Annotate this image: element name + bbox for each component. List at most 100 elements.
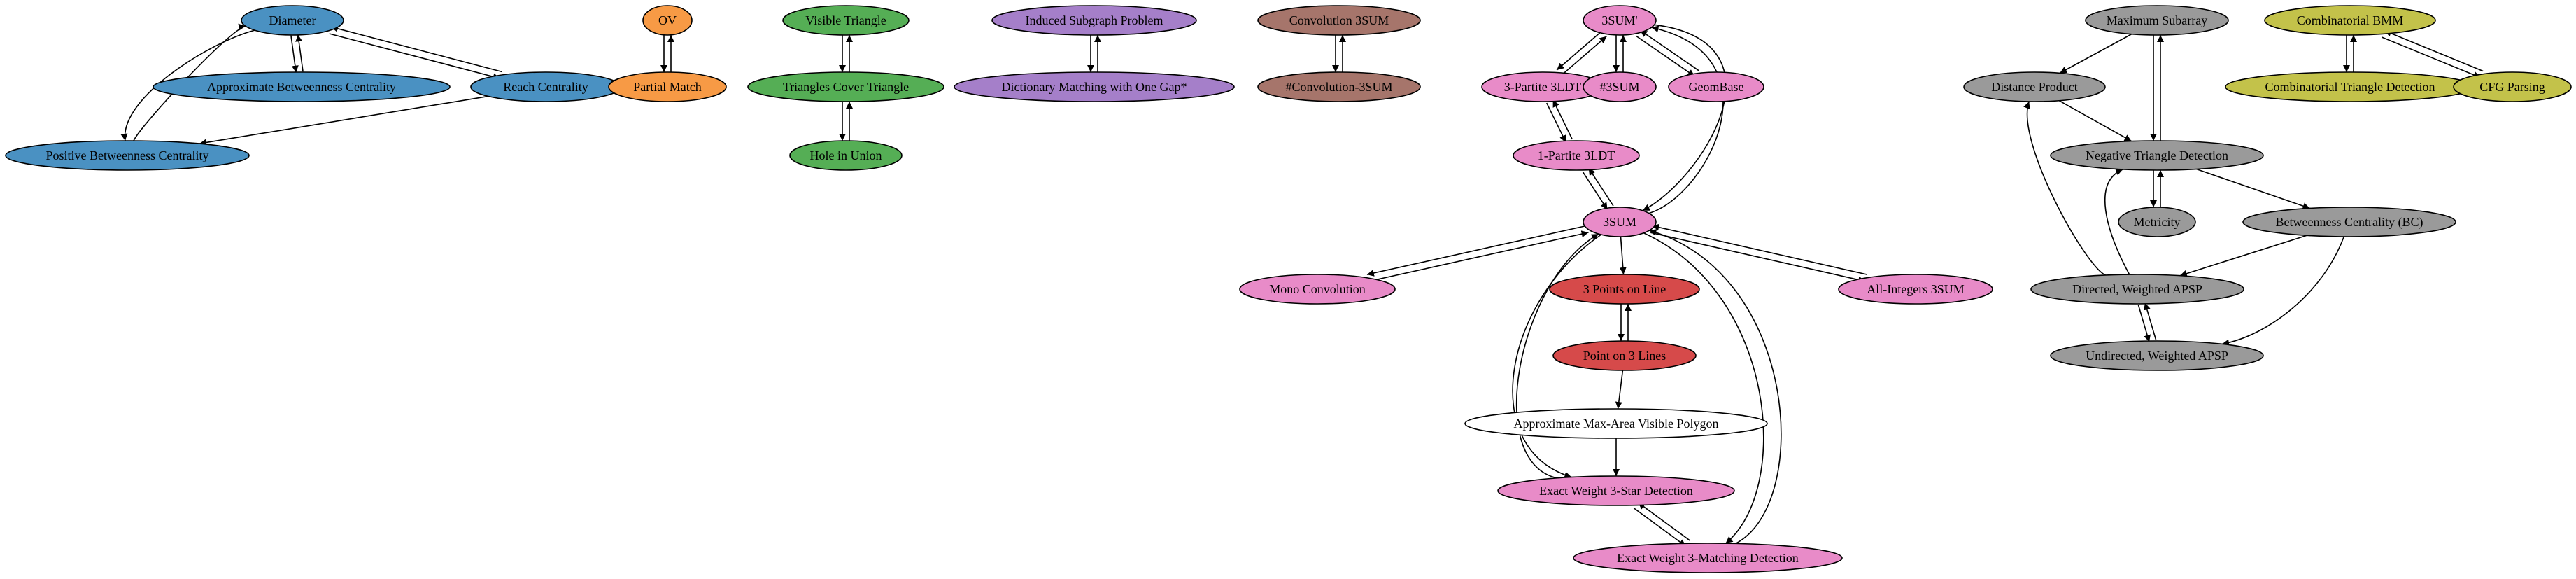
edge-diameter-to-reach [329, 33, 500, 81]
edge-three_sum-to-onepartite_3ldt [1588, 167, 1614, 207]
node-ellipse [1257, 5, 1421, 36]
node-partial-match[interactable]: Partial Match [608, 71, 727, 102]
node-ellipse [1239, 274, 1396, 305]
node-ellipse [1838, 274, 1993, 305]
node-point-lines[interactable]: Point on 3 Lines [1552, 340, 1697, 371]
node-diameter[interactable]: Diameter [241, 5, 344, 36]
node-label: 1-Partite 3LDT [1538, 148, 1615, 162]
node-label: Exact Weight 3-Matching Detection [1617, 551, 1799, 565]
node-comb-tri[interactable]: Combinatorial Triangle Detection [2225, 71, 2475, 102]
edges-layer [120, 23, 2484, 547]
edge-three_sum-to-three_sum_prime [1648, 25, 1724, 214]
edge-mono_conv-to-three_sum [1368, 230, 1589, 282]
node-label: Maximum Subarray [2107, 13, 2207, 27]
node-ellipse [1668, 71, 1764, 102]
node-label: Triangles Cover Triangle [783, 80, 909, 94]
node-dict-match[interactable]: Dictionary Matching with One Gap* [954, 71, 1235, 102]
node-label: Convolution 3SUM [1289, 13, 1389, 27]
node-induced-sub[interactable]: Induced Subgraph Problem [991, 5, 1197, 36]
edge-three_sum_prime-to-three_sum [1642, 24, 1727, 211]
node-ellipse [991, 5, 1197, 36]
node-ellipse [1513, 140, 1640, 171]
edge-three_sum-to-points_line [1619, 236, 1627, 275]
node-ov[interactable]: OV [642, 5, 693, 36]
node-label: All-Integers 3SUM [1867, 282, 1964, 296]
node-label: Undirected, Weighted APSP [2086, 349, 2228, 363]
node-hole-union[interactable]: Hole in Union [789, 140, 903, 171]
node-visible-tri[interactable]: Visible Triangle [782, 5, 910, 36]
node-label: OV [658, 13, 677, 27]
node-label: Partial Match [633, 80, 701, 94]
node-label: #Convolution-3SUM [1285, 80, 1392, 94]
node-ellipse [1583, 207, 1657, 237]
node-all-int-3sum[interactable]: All-Integers 3SUM [1838, 274, 1993, 305]
node-tripartite-3ldt[interactable]: 3-Partite 3LDT [1481, 71, 1604, 102]
node-approx-maxarea[interactable]: Approximate Max-Area Visible Polygon [1464, 408, 1768, 439]
edge-diameter-to-approx_bc [290, 35, 299, 73]
edge-exact_3match-to-three_sum [1649, 229, 1782, 545]
node-ellipse [5, 140, 250, 171]
node-geombase[interactable]: GeomBase [1668, 71, 1764, 102]
node-approx-bc[interactable]: Approximate Betweenness Centrality [153, 71, 451, 102]
node-ellipse [1552, 340, 1697, 371]
node-mono-conv[interactable]: Mono Convolution [1239, 274, 1396, 305]
node-dist-product[interactable]: Distance Product [1963, 71, 2106, 102]
node-max-subarray[interactable]: Maximum Subarray [2085, 5, 2229, 36]
node-three-sum[interactable]: 3SUM [1583, 207, 1657, 237]
edge-three_sum-to-mono_conv [1366, 225, 1587, 277]
node-conv3sum[interactable]: Convolution 3SUM [1257, 5, 1421, 36]
edge-all_int_3sum-to-three_sum [1652, 223, 1867, 275]
node-ellipse [2453, 71, 2572, 102]
node-onepartite-3ldt[interactable]: 1-Partite 3LDT [1513, 140, 1640, 171]
edge-dist_product-to-neg_tri [2058, 99, 2132, 142]
edge-approx_bc-to-diameter [295, 34, 304, 72]
edge-dir_apsp-to-dist_product [2023, 101, 2106, 276]
node-label: 3 Points on Line [1583, 282, 1666, 296]
node-ellipse [608, 71, 727, 102]
node-label: Induced Subgraph Problem [1026, 13, 1163, 27]
node-undir-apsp[interactable]: Undirected, Weighted APSP [2050, 340, 2264, 371]
node-label: Reach Centrality [503, 80, 588, 94]
node-reach[interactable]: Reach Centrality [470, 71, 621, 102]
edge-dir_apsp-to-neg_tri [2104, 169, 2130, 275]
node-metricity[interactable]: Metricity [2118, 207, 2196, 237]
node-dir-apsp[interactable]: Directed, Weighted APSP [2030, 274, 2244, 305]
edge-undir_apsp-to-dir_apsp [2144, 302, 2157, 340]
node-pos-bc[interactable]: Positive Betweenness Centrality [5, 140, 250, 171]
node-ellipse [241, 5, 344, 36]
node-label: CFG Parsing [2479, 80, 2545, 94]
edge-geombase-to-three_sum_prime [1639, 29, 1699, 71]
node-ellipse [2242, 207, 2456, 237]
node-sharp-3sum[interactable]: #3SUM [1583, 71, 1657, 102]
node-three-sum-prime[interactable]: 3SUM' [1583, 5, 1657, 36]
edge-reach-to-diameter [330, 25, 502, 73]
node-cfg[interactable]: CFG Parsing [2453, 71, 2572, 102]
node-neg-tri[interactable]: Negative Triangle Detection [2050, 140, 2264, 171]
edge-comb_bmm-to-cfg [2382, 36, 2481, 78]
edge-max_subarray-to-dist_product [2059, 33, 2132, 74]
node-comb-bmm[interactable]: Combinatorial BMM [2264, 5, 2436, 36]
edge-onepartite_3ldt-to-tripartite_3ldt [1552, 99, 1573, 140]
node-exact-3star[interactable]: Exact Weight 3-Star Detection [1497, 475, 1735, 506]
node-ellipse [2030, 274, 2244, 305]
node-label: Approximate Max-Area Visible Polygon [1513, 417, 1718, 431]
node-label: Dictionary Matching with One Gap* [1002, 80, 1187, 94]
node-ellipse [1573, 543, 1843, 573]
edge-three_sum-to-all_int_3sum [1650, 232, 1866, 284]
node-exact-3match[interactable]: Exact Weight 3-Matching Detection [1573, 543, 1843, 573]
node-sharp-conv3sum[interactable]: #Convolution-3SUM [1257, 71, 1421, 102]
node-label: #3SUM [1599, 80, 1639, 94]
edge-neg_tri-to-bc [2196, 168, 2310, 209]
node-label: Approximate Betweenness Centrality [207, 80, 396, 94]
node-bc[interactable]: Betweenness Centrality (BC) [2242, 207, 2456, 237]
node-tri-cover[interactable]: Triangles Cover Triangle [747, 71, 944, 102]
node-ellipse [2050, 340, 2264, 371]
node-ellipse [153, 71, 451, 102]
node-ellipse [642, 5, 693, 36]
edge-cfg-to-comb_bmm [2384, 29, 2484, 72]
node-points-line[interactable]: 3 Points on Line [1549, 274, 1700, 305]
edge-dir_apsp-to-undir_apsp [2137, 305, 2151, 342]
node-label: Combinatorial Triangle Detection [2265, 80, 2435, 94]
edge-three_sum-to-exact_3match [1643, 232, 1764, 544]
